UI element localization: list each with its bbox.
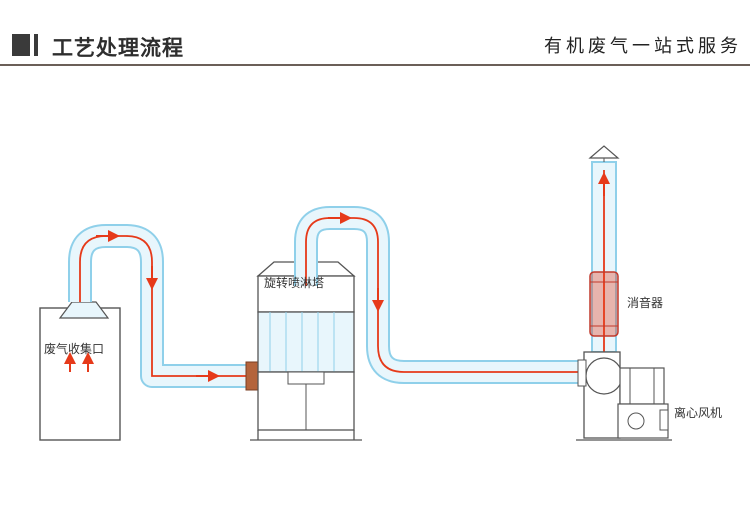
page-title: 工艺处理流程 — [52, 36, 184, 60]
process-flow-diagram: 废气收集口 旋转喷淋塔 消音器 离心风机 — [0, 66, 750, 505]
waste-gas-collector — [39, 301, 121, 441]
tower-label: 旋转喷淋塔 — [264, 276, 325, 290]
header-slogan: 有机废气一站式服务 — [544, 36, 742, 57]
duct-tower-to-fan — [294, 206, 584, 384]
collector-label: 废气收集口 — [44, 342, 105, 356]
exhaust-stack — [588, 145, 620, 353]
spray-tower — [250, 261, 362, 441]
header-divider — [0, 64, 750, 66]
centrifugal-fan — [576, 351, 672, 441]
duct-collector-to-tower — [68, 224, 259, 391]
header-mark-icon — [12, 34, 40, 58]
page-header: 工艺处理流程 有机废气一站式服务 — [0, 0, 750, 66]
silencer-label: 消音器 — [627, 296, 664, 310]
fan-label: 离心风机 — [674, 406, 723, 420]
